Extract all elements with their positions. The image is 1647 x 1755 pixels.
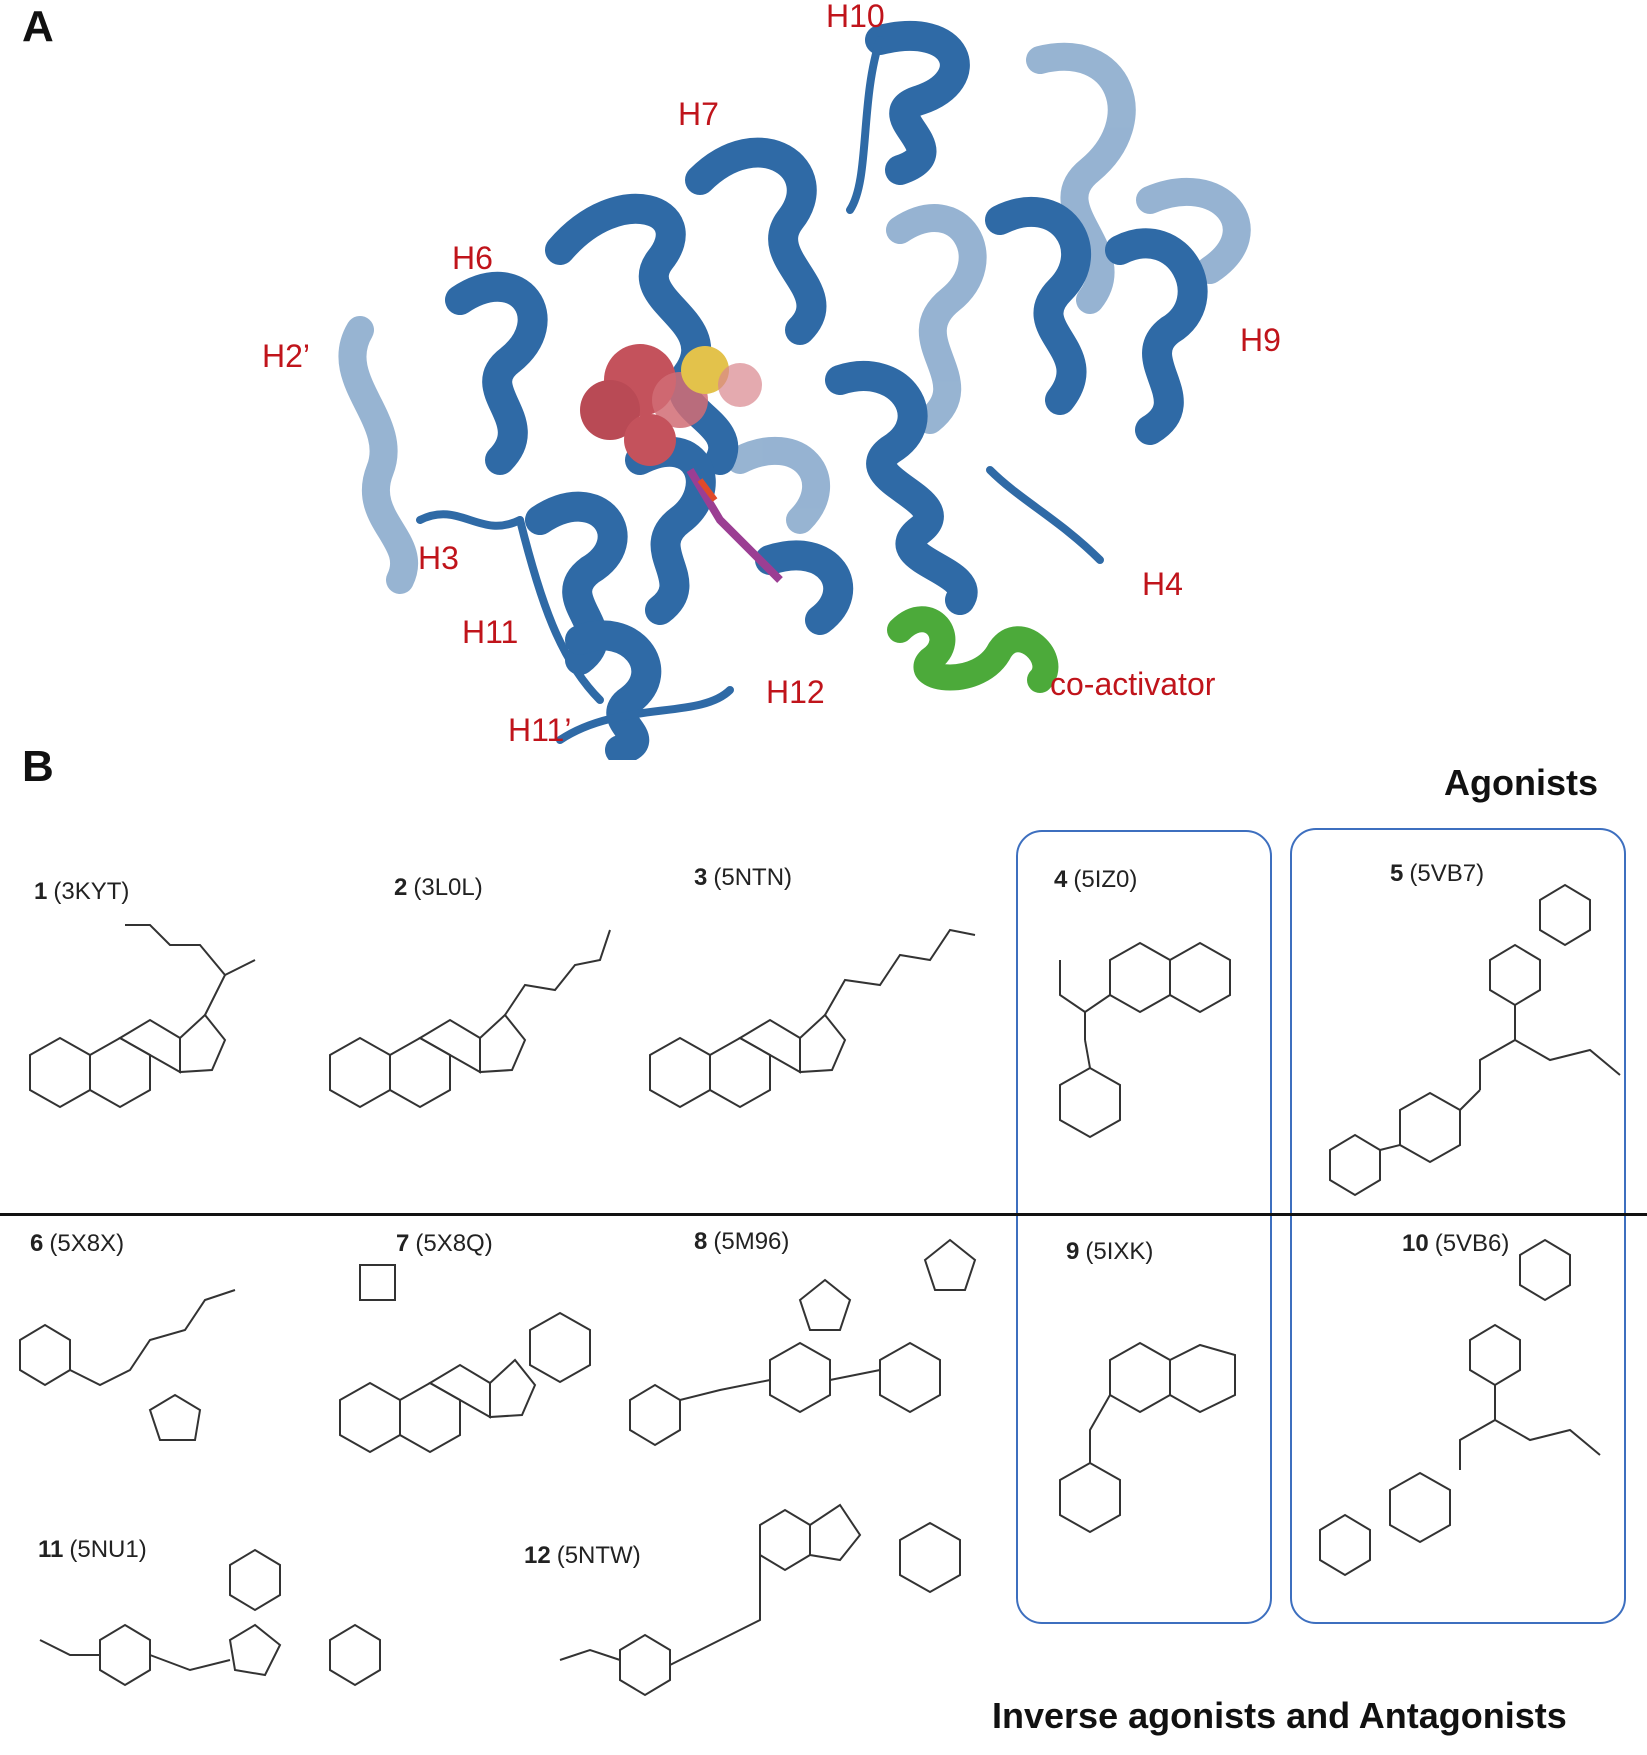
structure-8 [629,1238,977,1447]
structure-9 [1059,1341,1236,1534]
structure-10 [1319,1238,1601,1577]
group-box-ureas [1290,828,1626,1624]
helix-label-coactivator: co-activator [1050,666,1216,702]
helix-label-h3: H3 [418,540,459,576]
structure-12 [559,1503,961,1697]
compound-label-1: 1(3KYT) [34,878,130,905]
structure-11 [39,1548,381,1687]
structure-7 [339,1311,591,1454]
helix-label-h11-prime: H11’ [508,712,572,748]
structure-4 [1059,941,1231,1139]
helix-label-h7: H7 [678,96,719,132]
compound-label-2: 2(3L0L) [394,874,483,901]
compound-label-12: 12(5NTW) [524,1542,641,1569]
structure-6 [19,1264,396,1441]
compound-label-6: 6(5X8X) [30,1230,125,1257]
helix-label-h10: H10 [826,0,885,34]
compound-label-4: 4(5IZ0) [1054,866,1138,893]
helix-label-h6: H6 [452,240,493,276]
helix-label-h2-prime: H2’ [262,338,311,374]
compound-label-3: 3(5NTN) [694,864,793,891]
structure-5 [1329,883,1621,1197]
panel-b-letter: B [22,742,54,791]
structure-2 [329,929,611,1109]
helix-label-h11: H11 [462,614,519,650]
inverse-agonists-title: Inverse agonists and Antagonists [992,1695,1567,1736]
compound-label-5: 5(5VB7) [1390,860,1485,887]
structure-3 [649,928,976,1109]
structure-1 [29,924,256,1109]
compound-label-10: 10(5VB6) [1402,1230,1510,1257]
compound-label-9: 9(5IXK) [1066,1238,1154,1265]
agonists-title: Agonists [1444,762,1599,803]
panel-a-letter: A [22,2,54,51]
compound-label-11: 11(5NU1) [38,1536,147,1563]
helix-label-h4: H4 [1142,566,1183,602]
group-box-sulfonamides [1016,830,1272,1624]
row-divider [0,1213,1647,1216]
protein-ribbon-structure [338,21,1251,760]
compound-label-7: 7(5X8Q) [396,1230,493,1257]
helix-label-h12: H12 [766,674,825,710]
compound-label-8: 8(5M96) [694,1228,790,1255]
helix-label-h9: H9 [1240,322,1281,358]
